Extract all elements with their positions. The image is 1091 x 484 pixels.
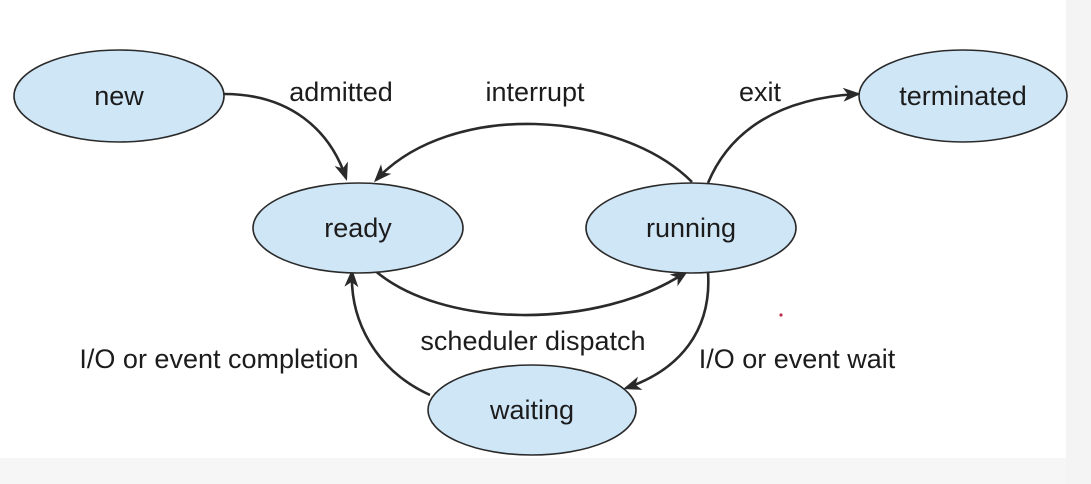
state-terminated-ellipse xyxy=(858,49,1068,143)
state-running-label: running xyxy=(646,213,736,243)
edge-io-event-completion xyxy=(344,269,431,397)
edge-io-event-wait xyxy=(623,271,710,390)
state-new-ellipse xyxy=(13,49,225,143)
edge-exit xyxy=(706,87,861,184)
state-ready-label: ready xyxy=(324,213,392,243)
state-new: new xyxy=(13,49,225,143)
stray-dot xyxy=(779,313,783,317)
edge-scheduler-dispatch xyxy=(371,267,689,317)
state-running: running xyxy=(585,182,797,274)
label-io-event-completion: I/O or event completion xyxy=(79,344,358,374)
state-ready: ready xyxy=(252,182,464,274)
right-edge-band xyxy=(1066,0,1091,484)
state-waiting: waiting xyxy=(427,364,637,456)
label-io-event-wait: I/O or event wait xyxy=(699,344,896,374)
state-terminated: terminated xyxy=(858,49,1068,143)
state-running-ellipse xyxy=(585,182,797,274)
bottom-band xyxy=(0,458,1091,484)
state-new-label: new xyxy=(94,81,144,111)
label-scheduler-dispatch: scheduler dispatch xyxy=(420,326,645,356)
edge-interrupt xyxy=(373,122,693,183)
state-terminated-label: terminated xyxy=(899,81,1027,111)
label-interrupt: interrupt xyxy=(485,77,585,107)
state-waiting-ellipse xyxy=(427,364,637,456)
edge-admitted xyxy=(223,92,348,181)
state-ready-ellipse xyxy=(252,182,464,274)
label-exit: exit xyxy=(739,77,782,107)
state-waiting-label: waiting xyxy=(489,395,574,425)
label-admitted: admitted xyxy=(289,77,393,107)
